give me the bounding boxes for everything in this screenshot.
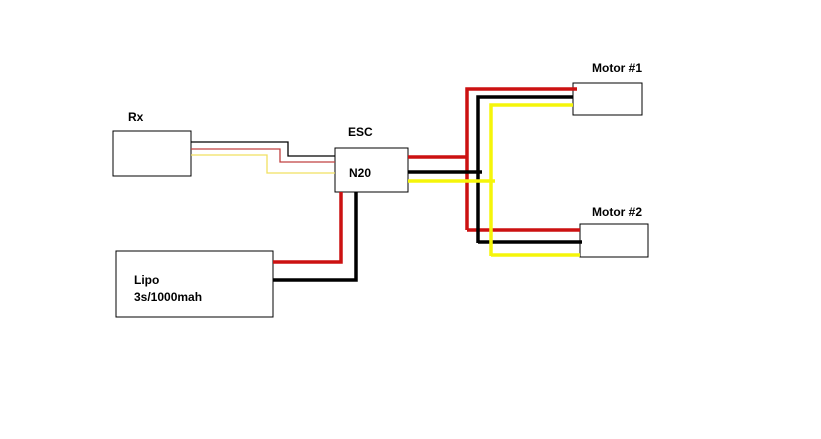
rx-signal-wire-yellow xyxy=(191,154,335,174)
lipo-red-wire xyxy=(273,192,343,264)
esc-box xyxy=(334,147,409,193)
motor1-red-wire xyxy=(465,87,577,230)
lipo-label: Lipo xyxy=(134,273,159,287)
rx-label: Rx xyxy=(128,110,144,124)
lipo-capacity-label: 3s/1000mah xyxy=(134,290,202,304)
motor1-label: Motor #1 xyxy=(592,61,642,75)
rx-signal-wire-red xyxy=(191,148,335,163)
esc-model-label: N20 xyxy=(349,166,371,180)
lipo-black-wire xyxy=(273,192,358,282)
rx-box xyxy=(112,130,192,177)
motor1-box xyxy=(572,82,643,116)
motor1-yellow-wire xyxy=(489,103,573,256)
motor1-black-wire xyxy=(476,95,573,243)
lipo-box xyxy=(115,250,274,318)
motor2-label: Motor #2 xyxy=(592,205,642,219)
rx-signal-wire-black xyxy=(191,141,335,157)
motor2-box xyxy=(579,223,649,258)
esc-label: ESC xyxy=(348,125,373,139)
